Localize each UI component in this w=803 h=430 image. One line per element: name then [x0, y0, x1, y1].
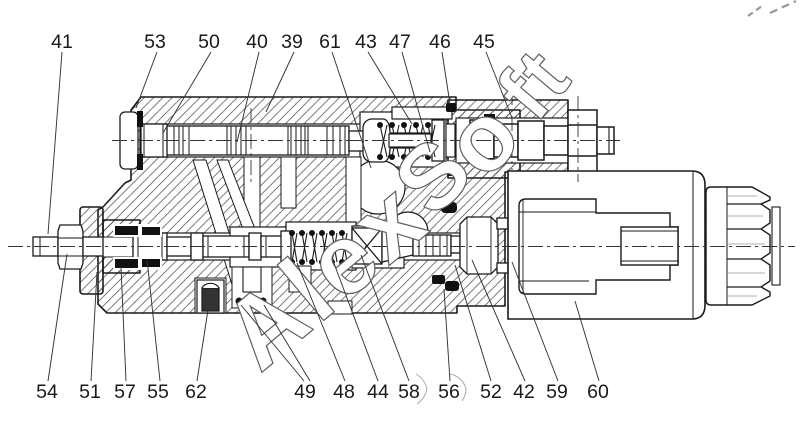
svg-text:59: 59: [546, 381, 568, 403]
svg-text:41: 41: [51, 31, 73, 53]
svg-text:49: 49: [294, 381, 316, 403]
svg-text:56: 56: [438, 381, 460, 403]
svg-text:55: 55: [147, 381, 169, 403]
svg-text:43: 43: [355, 31, 377, 53]
svg-text:42: 42: [513, 381, 535, 403]
svg-text:53: 53: [144, 31, 166, 53]
svg-text:40: 40: [246, 31, 268, 53]
svg-text:51: 51: [79, 381, 101, 403]
svg-text:45: 45: [473, 31, 495, 53]
svg-text:39: 39: [281, 31, 303, 53]
svg-text:48: 48: [333, 381, 355, 403]
svg-text:50: 50: [198, 31, 220, 53]
svg-text:60: 60: [587, 381, 609, 403]
svg-text:46: 46: [429, 31, 451, 53]
svg-text:62: 62: [185, 381, 207, 403]
svg-text:44: 44: [367, 381, 389, 403]
svg-text:54: 54: [36, 381, 58, 403]
svg-text:57: 57: [114, 381, 136, 403]
svg-text:61: 61: [319, 31, 341, 53]
svg-text:47: 47: [389, 31, 411, 53]
svg-text:58: 58: [398, 381, 420, 403]
svg-text:52: 52: [480, 381, 502, 403]
